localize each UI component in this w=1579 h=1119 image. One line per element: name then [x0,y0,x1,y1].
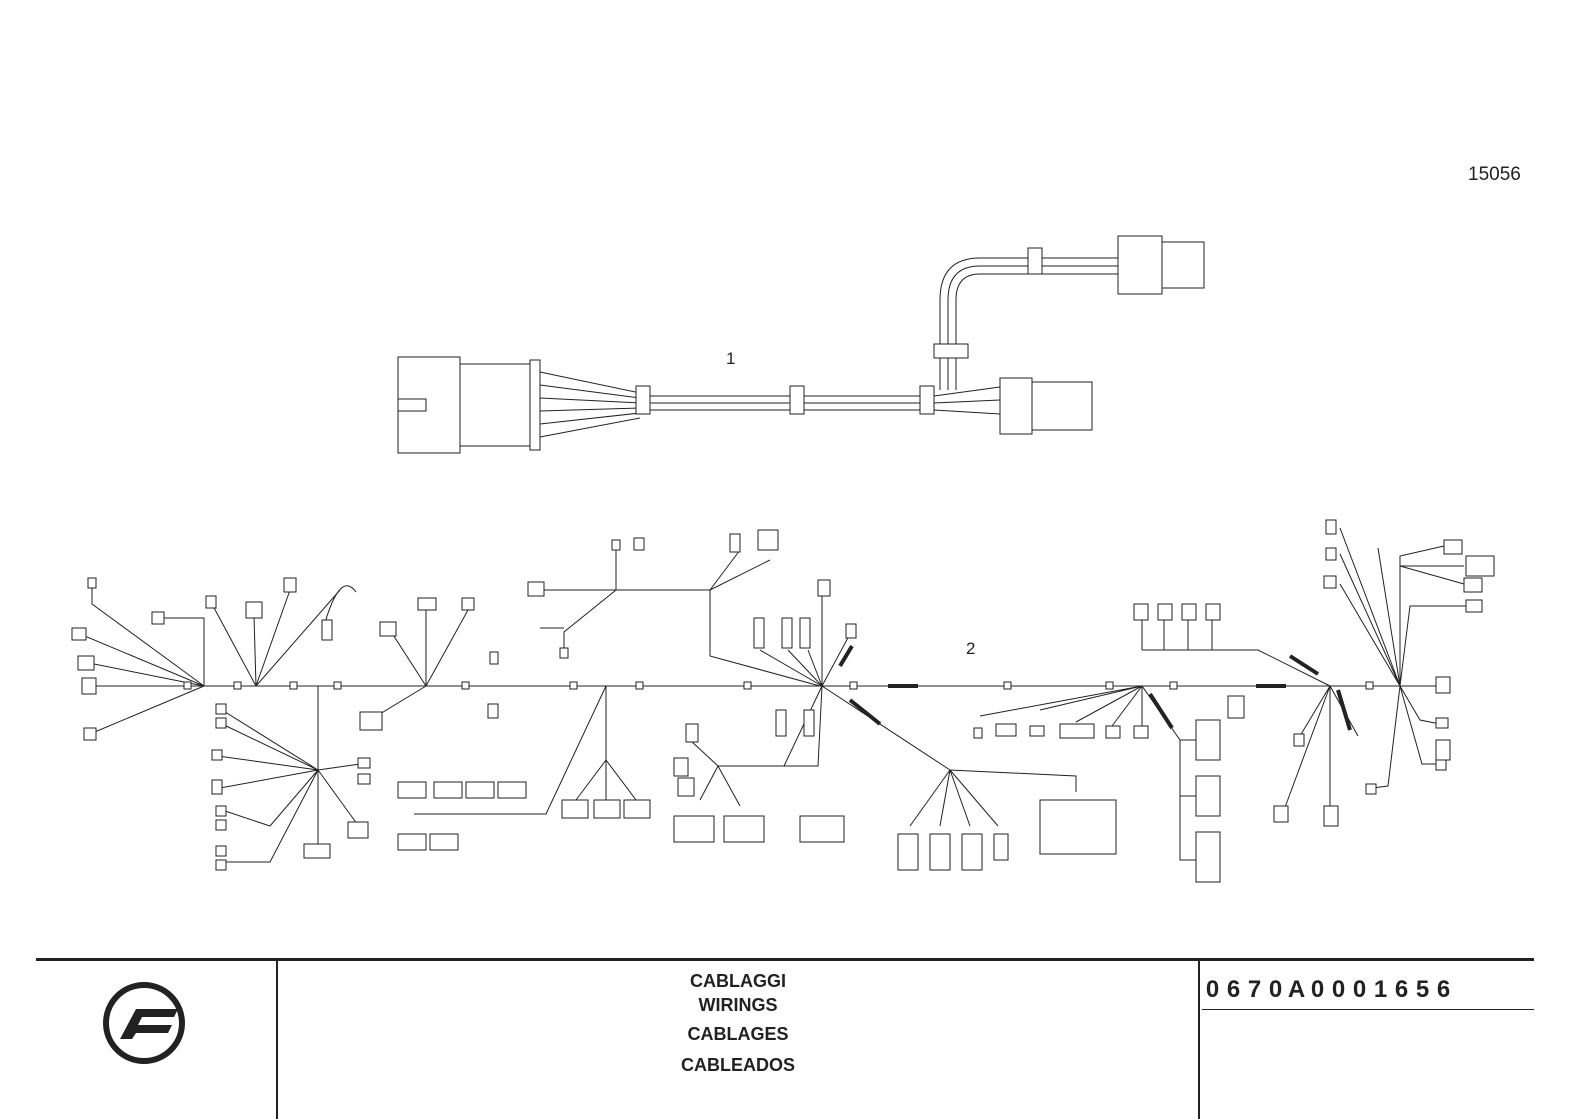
title-cell: CABLAGGI WIRINGS CABLAGES CABLEADOS [278,961,1200,1119]
brand-logo-icon [103,982,185,1064]
part-code: 0 6 7 0 A 0 0 0 1 6 5 6 [1202,971,1454,1009]
code-digit: 7 [1247,976,1262,1003]
code-digit: 0 [1268,976,1283,1003]
figure-number: 15056 [1468,164,1521,185]
code-digit: 6 [1394,976,1409,1003]
harness-1 [397,235,1205,454]
wiring-diagram [71,235,1495,883]
code-digit: A [1287,976,1306,1003]
callout-2: 2 [966,639,976,658]
title-es: CABLEADOS [680,1055,795,1075]
title-fr: CABLAGES [687,1024,789,1044]
callout-1: 1 [726,349,736,368]
code-digit: 1 [1373,976,1388,1003]
logo-cell [36,961,278,1119]
code-digit: 6 [1436,976,1451,1003]
connector-1b [999,377,1033,435]
code-digit: 0 [1310,976,1325,1003]
code-digit: 6 [1226,976,1241,1003]
title-en: WIRINGS [698,995,778,1015]
code-divider [1202,1009,1534,1010]
harness-2 [71,519,1495,883]
code-digit: 0 [1331,976,1346,1003]
code-digit: 0 [1205,976,1220,1003]
code-digit: 0 [1352,976,1367,1003]
title-block: CABLAGGI WIRINGS CABLAGES CABLEADOS 0 6 … [36,958,1534,1119]
code-digit: 5 [1415,976,1430,1003]
title-it: CABLAGGI [690,971,786,991]
connector-1c [1117,235,1163,295]
